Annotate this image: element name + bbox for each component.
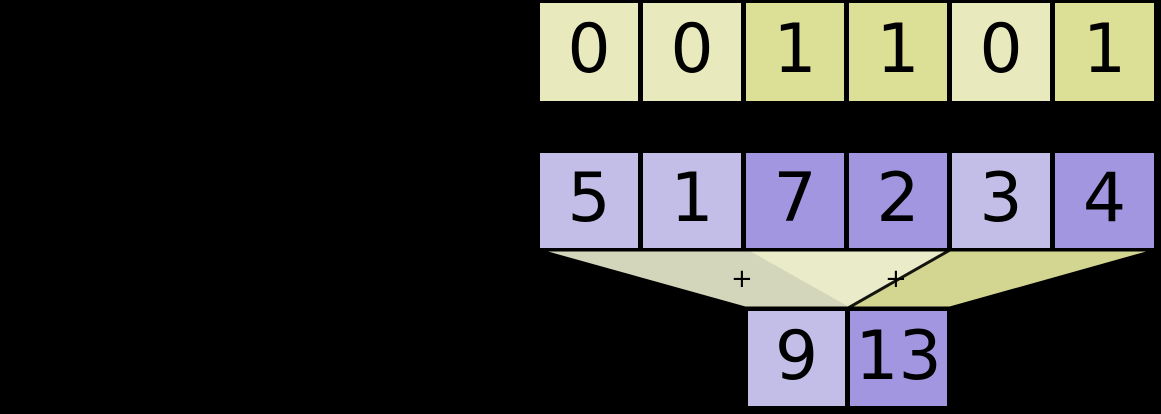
mask-cell-1[interactable]: 0 <box>640 0 744 104</box>
plus-operator-left: + <box>731 264 753 294</box>
output-cell-0[interactable]: 9 <box>745 308 848 409</box>
value-cell-1[interactable]: 1 <box>640 150 744 251</box>
mask-cell-0-label: 0 <box>567 10 611 89</box>
mask-cell-5-label: 1 <box>1082 10 1127 89</box>
mask-cell-4[interactable]: 0 <box>949 0 1053 104</box>
value-cell-3[interactable]: 2 <box>846 150 950 251</box>
mask-cell-2-label: 1 <box>773 10 817 89</box>
mask-cell-1-label: 0 <box>670 10 714 89</box>
value-cell-2-label: 7 <box>773 158 817 238</box>
value-cell-1-label: 1 <box>670 158 714 238</box>
value-cell-2[interactable]: 7 <box>743 150 847 251</box>
value-cell-4[interactable]: 3 <box>949 150 1053 251</box>
mask-cell-5[interactable]: 1 <box>1052 0 1157 104</box>
output-cell-1-label: 13 <box>855 316 942 396</box>
mask-cell-0[interactable]: 0 <box>537 0 641 104</box>
funnel-right <box>739 248 1158 310</box>
value-cell-5-label: 4 <box>1082 158 1127 238</box>
mask-cell-3[interactable]: 1 <box>846 0 950 104</box>
output-cell-0-label: 9 <box>774 316 819 396</box>
value-cell-0[interactable]: 5 <box>537 150 641 251</box>
mask-cell-4-label: 0 <box>979 10 1023 89</box>
plus-operator-right: + <box>885 264 907 294</box>
value-cell-3-label: 2 <box>876 158 920 238</box>
mask-cell-2[interactable]: 1 <box>743 0 847 104</box>
value-cell-5[interactable]: 4 <box>1052 150 1157 251</box>
value-cell-4-label: 3 <box>979 158 1023 238</box>
mask-cell-3-label: 1 <box>876 10 920 89</box>
output-cell-1[interactable]: 13 <box>847 308 950 409</box>
value-cell-0-label: 5 <box>567 158 611 238</box>
